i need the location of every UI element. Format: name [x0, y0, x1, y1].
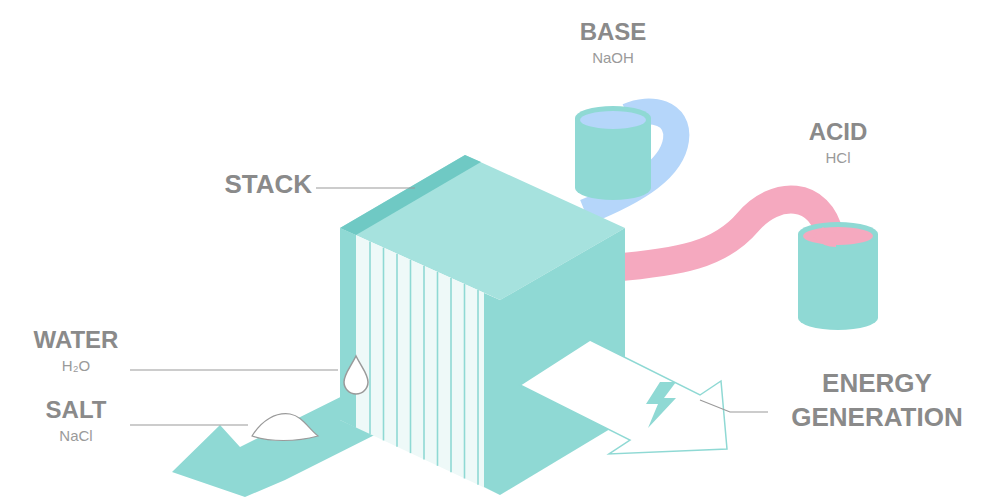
membrane-plate [437, 272, 439, 466]
acid-cup [798, 222, 878, 330]
salt-pile [252, 414, 318, 441]
membrane-plate [464, 284, 466, 478]
part-label: ENERGY GENERATION [772, 366, 982, 434]
formula-label: NaCl [14, 427, 138, 444]
membrane-plate [396, 254, 398, 447]
membrane-plate [369, 242, 371, 435]
leader-line [130, 188, 768, 425]
membrane-plate [383, 248, 385, 441]
membrane-plate [450, 278, 452, 472]
energy-arrow [520, 340, 727, 454]
formula-label: NaOH [563, 49, 663, 66]
membrane-stack [340, 155, 625, 495]
formula-label: H₂O [14, 357, 138, 374]
acid-pipe [612, 200, 830, 268]
part-label: STACK [200, 170, 312, 200]
water-drop [344, 356, 368, 394]
membrane-plate [410, 260, 412, 453]
base-cup [575, 106, 651, 200]
part-label: WATER [14, 326, 138, 354]
formula-label: HCl [788, 149, 888, 166]
lightning-bolt [646, 382, 676, 428]
part-label: SALT [14, 396, 138, 424]
part-label: ACID [788, 118, 888, 146]
part-label: BASE [563, 18, 663, 46]
membrane-plate [477, 290, 479, 485]
membrane-plate [423, 266, 425, 460]
